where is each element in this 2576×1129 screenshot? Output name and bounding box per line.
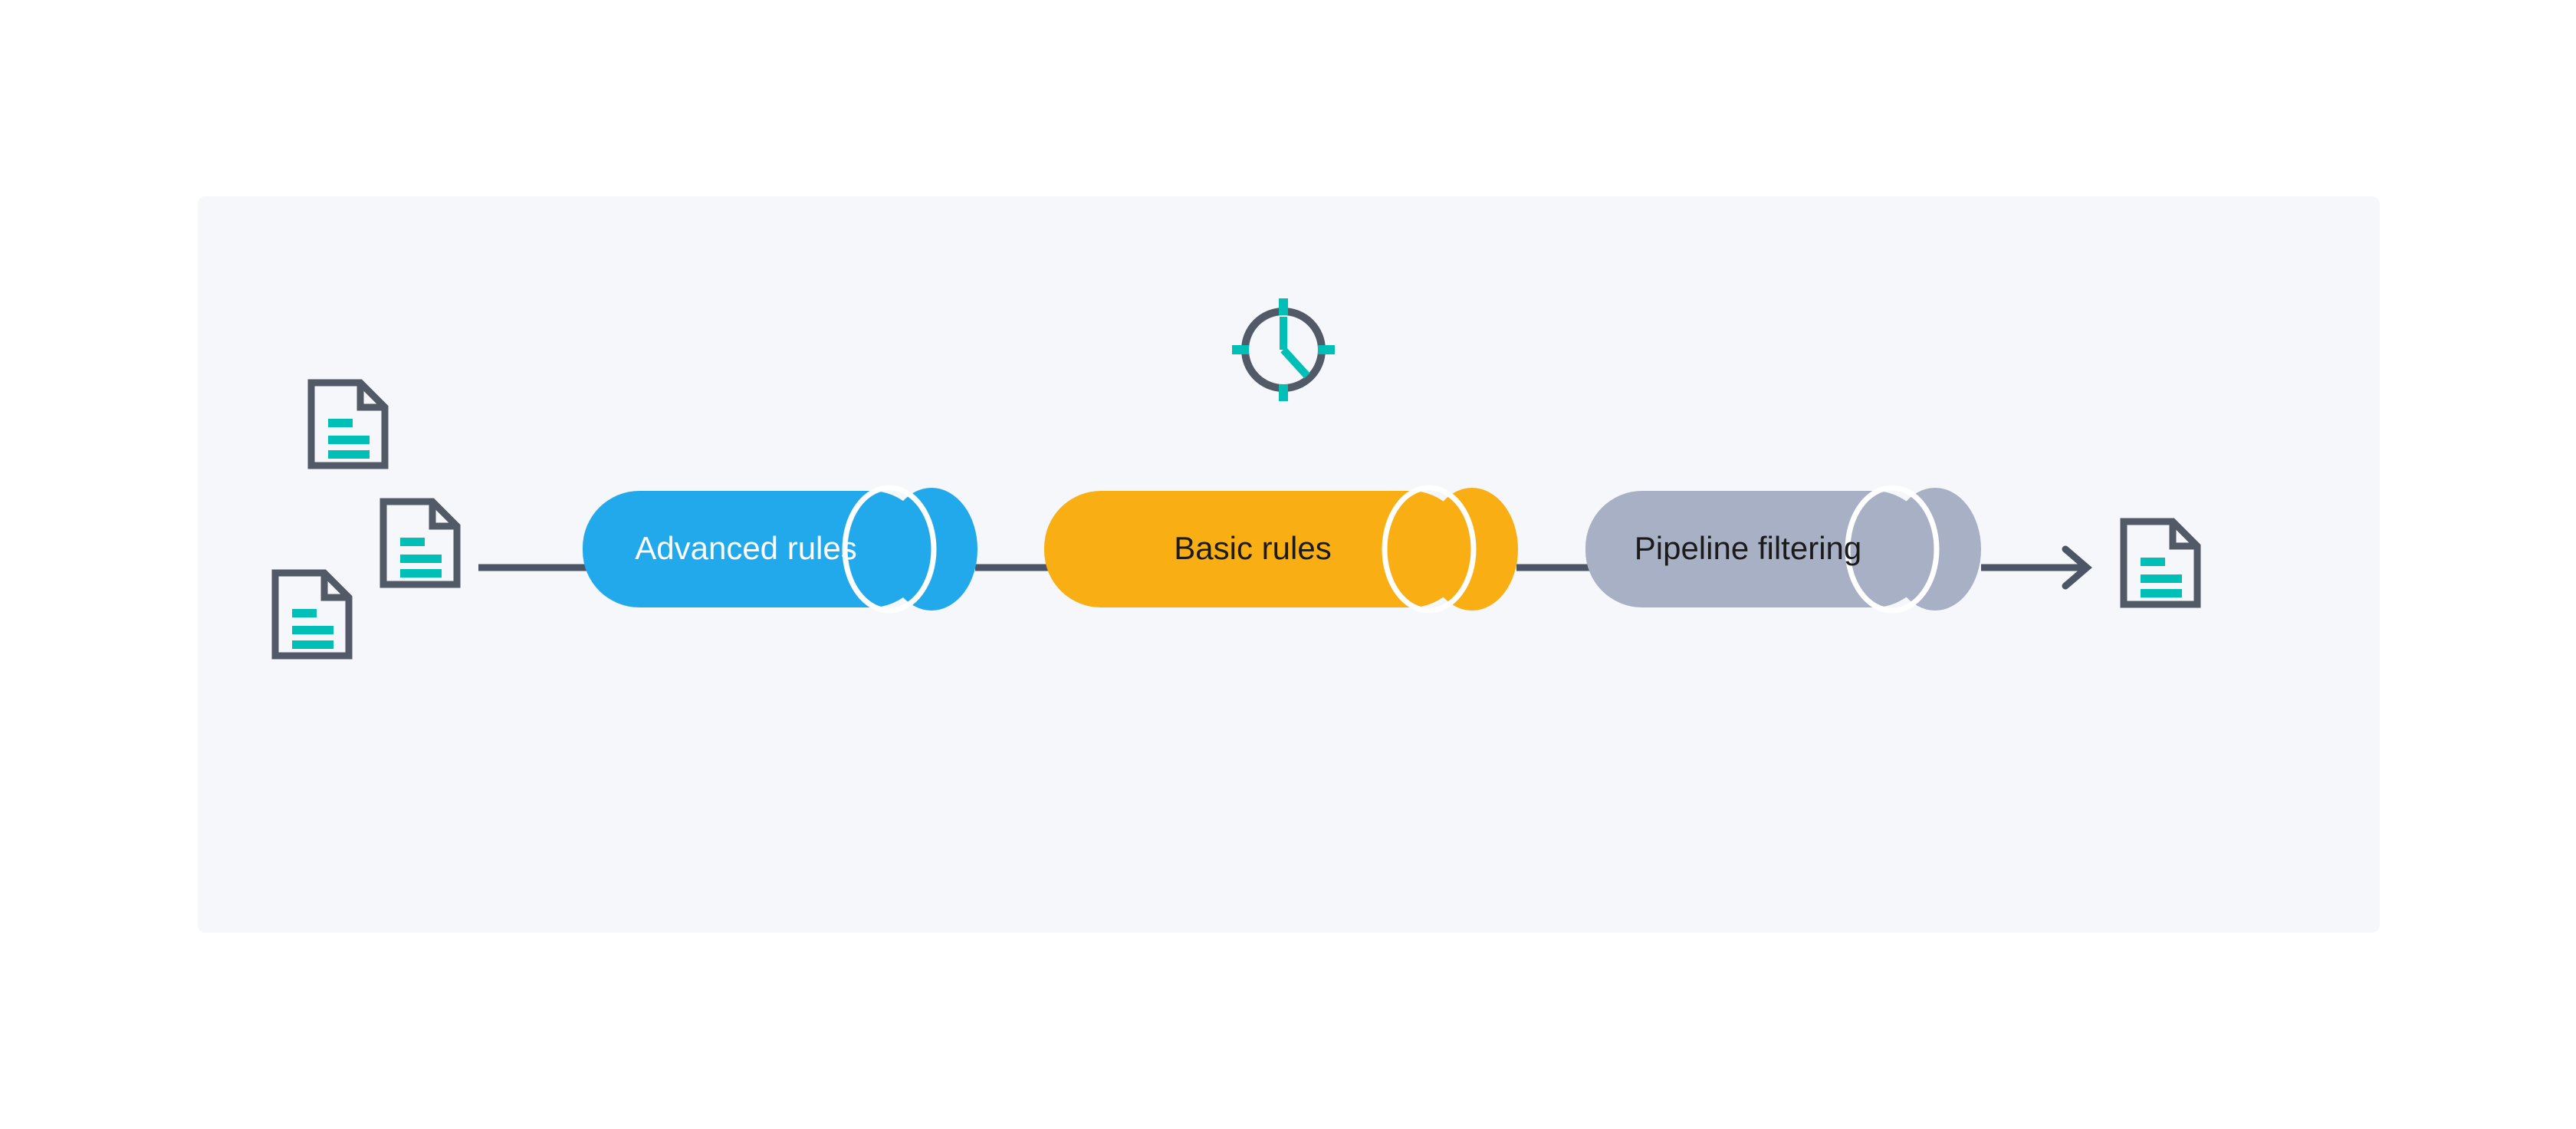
stage-pipeline-filtering-label: Pipeline filtering bbox=[1635, 530, 1862, 566]
stage-pipeline-filtering[interactable]: Pipeline filtering bbox=[1585, 485, 1981, 614]
stage-pipeline-filtering-cap-outline bbox=[1845, 485, 1940, 614]
clock-tick-6 bbox=[1279, 384, 1288, 401]
clock-tick-9 bbox=[1232, 345, 1249, 354]
clock-tick-3 bbox=[1318, 345, 1335, 354]
stage-pipeline-filtering-body bbox=[1585, 491, 1930, 607]
stage-basic-rules-cap-outline bbox=[1382, 485, 1477, 614]
input-document-2 bbox=[383, 502, 457, 584]
stage-advanced-rules[interactable]: Advanced rules bbox=[583, 485, 978, 614]
stage-advanced-rules-cap-outline bbox=[842, 485, 937, 614]
connectors-group bbox=[478, 545, 2092, 590]
input-document-1 bbox=[311, 383, 385, 466]
clock-hour-hand bbox=[1280, 347, 1310, 379]
output-document bbox=[2124, 522, 2197, 604]
flow-arrow-head bbox=[2062, 545, 2092, 590]
stage-advanced-rules-body bbox=[583, 491, 928, 607]
stage-advanced-rules-label: Advanced rules bbox=[635, 530, 857, 566]
clock-tick-12 bbox=[1279, 298, 1288, 315]
stage-basic-rules-label: Basic rules bbox=[1174, 530, 1331, 566]
input-documents-group bbox=[275, 383, 457, 656]
stage-basic-rules-body bbox=[1044, 491, 1467, 607]
stage-basic-rules[interactable]: Basic rules bbox=[1044, 485, 1518, 614]
input-document-3 bbox=[275, 573, 349, 656]
clock-icon bbox=[1232, 298, 1335, 401]
